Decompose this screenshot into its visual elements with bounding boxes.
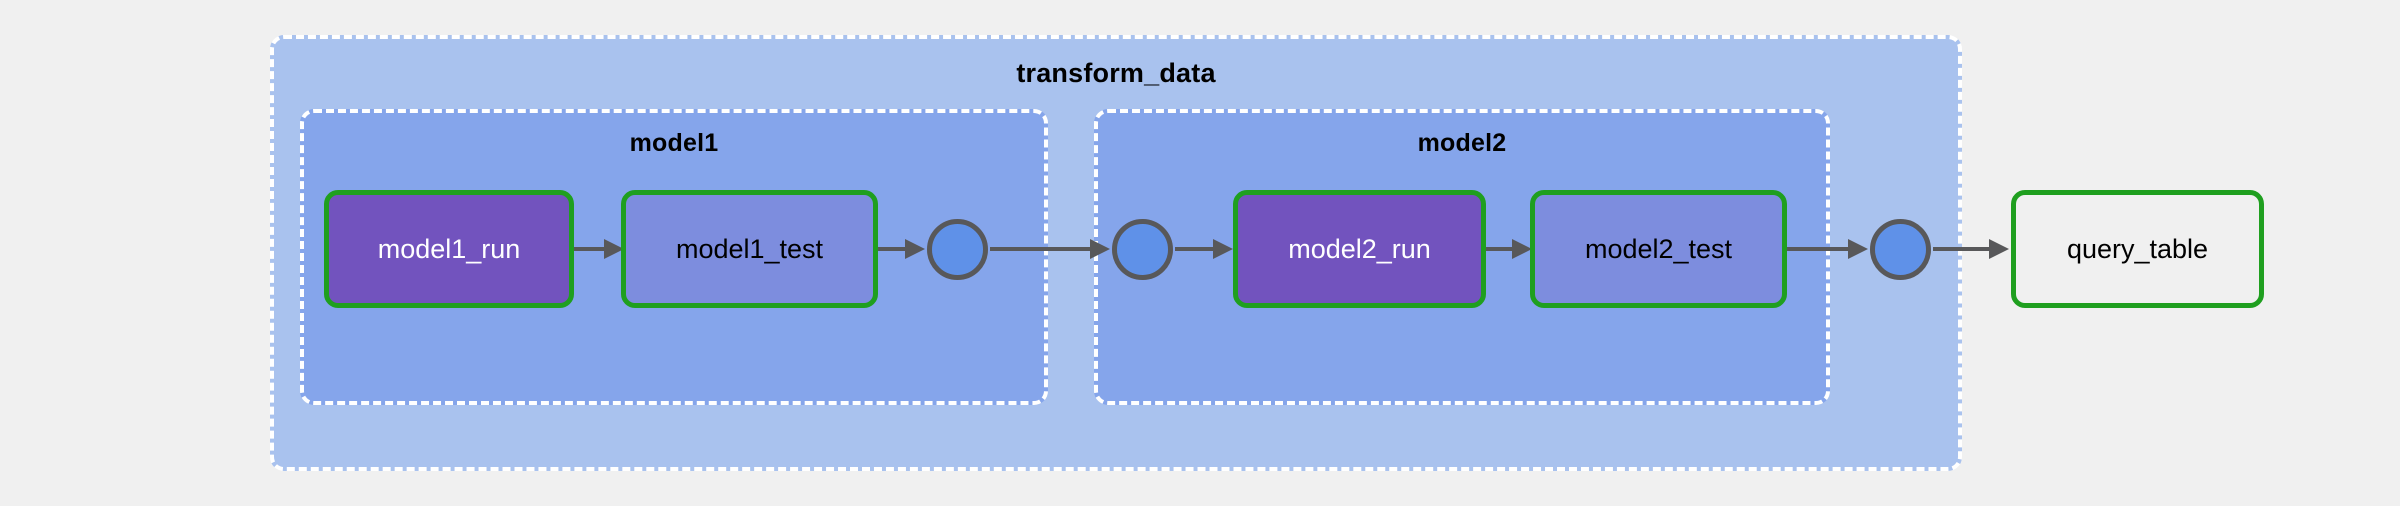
cluster-model2-label: model2 (1417, 129, 1507, 157)
node-model2-test[interactable]: model2_test (1530, 190, 1787, 308)
node-model2-run-label: model2_run (1288, 233, 1431, 264)
node-model1-run[interactable]: model1_run (324, 190, 574, 308)
node-query-table[interactable]: query_table (2011, 190, 2264, 308)
node-model1-run-label: model1_run (377, 233, 521, 264)
cluster-transform-data-label: transform_data (1016, 58, 1216, 88)
node-query-table-label: query_table (2066, 233, 2209, 264)
node-model1-test[interactable]: model1_test (621, 190, 878, 308)
node-model2-test-label: model2_test (1584, 233, 1733, 264)
node-junction2[interactable] (1112, 219, 1173, 280)
cluster-model1-label: model1 (629, 129, 719, 157)
node-junction1[interactable] (927, 219, 988, 280)
node-model1-test-label: model1_test (675, 233, 824, 264)
node-model2-run[interactable]: model2_run (1233, 190, 1486, 308)
node-junction3[interactable] (1870, 219, 1931, 280)
